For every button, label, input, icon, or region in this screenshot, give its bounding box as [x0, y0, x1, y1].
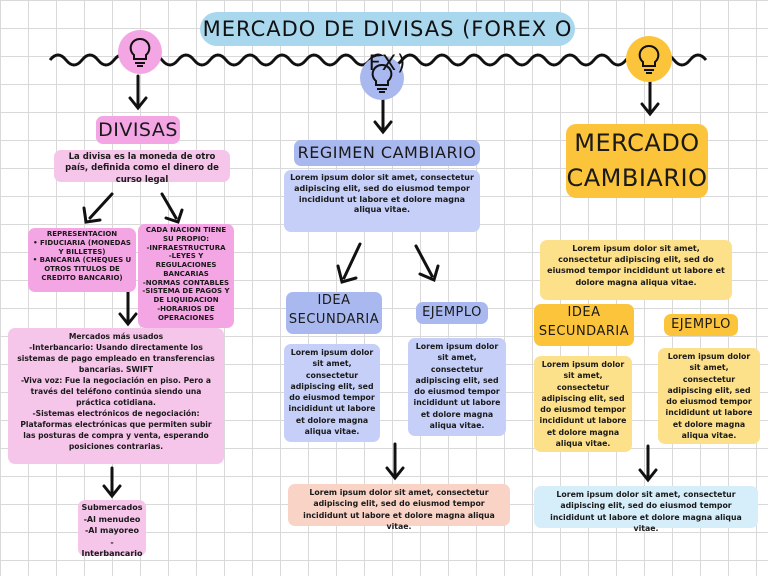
right-ejemplo-text: Lorem ipsum dolor sit amet, consectetur …: [658, 348, 760, 444]
mercados-box: Mercados más usados -Interbancario: Usan…: [8, 328, 224, 464]
page-title: MERCADO DE DIVISAS (FOREX O FX): [200, 12, 575, 75]
right-ejemplo-header: EJEMPLO: [664, 314, 738, 336]
arrow-down-icon: [373, 98, 393, 135]
right-idea-text: Lorem ipsum dolor sit amet, consectetur …: [534, 356, 632, 452]
arrow-down-icon: [638, 444, 658, 483]
regimen-intro: Lorem ipsum dolor sit amet, consectetur …: [284, 170, 480, 232]
lightbulb-icon: [626, 36, 672, 82]
arrow-down-icon: [336, 242, 362, 284]
arrow-down-icon: [128, 74, 148, 111]
representacion-box: REPRESENTACION • FIDUCIARIA (MONEDAS Y B…: [28, 228, 136, 292]
right-idea-header: IDEA SECUNDARIA: [534, 304, 634, 346]
arrow-down-icon: [160, 192, 184, 224]
middle-ejemplo-header: EJEMPLO: [416, 302, 488, 324]
lightbulb-icon: [118, 30, 162, 74]
mercado-cambiario-header: MERCADO CAMBIARIO: [566, 124, 708, 198]
lightbulb-icon: [360, 56, 404, 100]
middle-bottom-box: Lorem ipsum dolor sit amet, consectetur …: [288, 484, 510, 531]
arrow-down-icon: [385, 442, 405, 481]
right-bottom-box: Lorem ipsum dolor sit amet, consectetur …: [534, 486, 758, 533]
middle-idea-header: IDEA SECUNDARIA: [286, 292, 382, 334]
arrow-down-icon: [640, 76, 660, 117]
arrow-down-icon: [102, 466, 122, 499]
submercados-box: Submercados -Al menudeo -Al mayoreo -Int…: [78, 500, 146, 558]
arrow-down-icon: [82, 192, 114, 224]
middle-ejemplo-text: Lorem ipsum dolor sit amet, consectetur …: [408, 338, 506, 436]
divisas-header: DIVISAS: [96, 116, 180, 144]
right-intro: Lorem ipsum dolor sit amet, consectetur …: [540, 240, 732, 300]
sistema-box: CADA NACION TIENE SU PROPIO: -INFRAESTRU…: [138, 224, 234, 328]
middle-idea-text: Lorem ipsum dolor sit amet, consectetur …: [284, 344, 380, 442]
arrow-down-icon: [414, 244, 440, 283]
divisas-definition: La divisa es la moneda de otro país, def…: [54, 150, 230, 185]
arrow-down-icon: [118, 290, 138, 327]
regimen-header: REGIMEN CAMBIARIO: [294, 140, 480, 166]
